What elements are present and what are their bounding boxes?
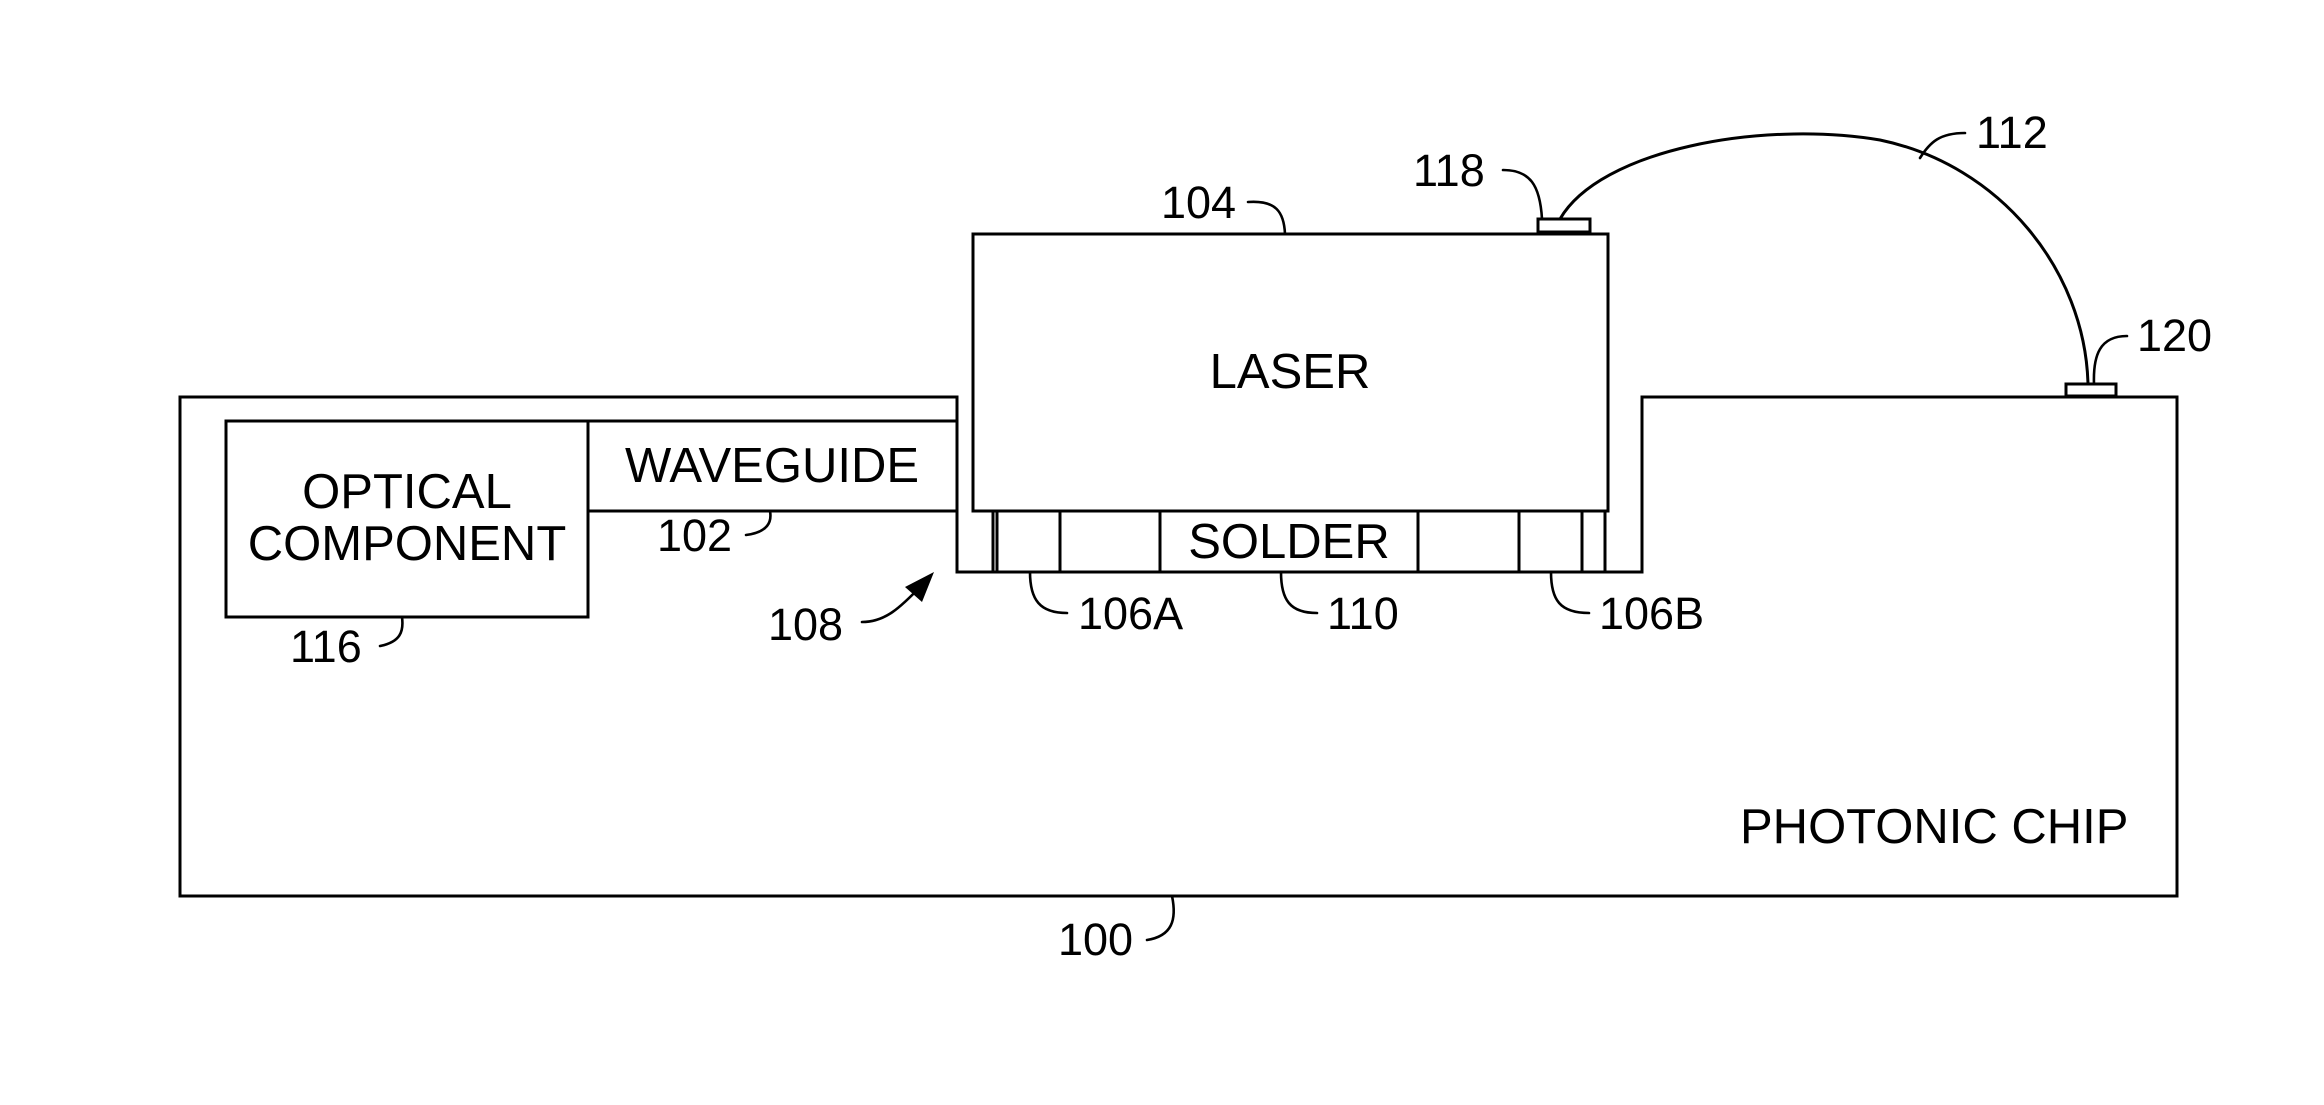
waveguide-label: WAVEGUIDE <box>625 439 919 493</box>
ref-104: 104 <box>1161 177 1236 228</box>
bond-wire-112 <box>1560 134 2088 384</box>
ref-118: 118 <box>1413 145 1485 196</box>
ref-102: 102 <box>657 510 732 561</box>
leader-104 <box>1248 202 1285 234</box>
ref-116: 116 <box>290 621 362 672</box>
pad-106b <box>1519 511 1582 572</box>
leader-118 <box>1503 170 1542 219</box>
ref-120: 120 <box>2137 310 2212 361</box>
ref-108: 108 <box>768 599 843 650</box>
leader-120 <box>2094 336 2127 384</box>
leader-100 <box>1147 896 1174 940</box>
pad-106a <box>997 511 1060 572</box>
ref-110: 110 <box>1327 588 1399 639</box>
photonic-chip-label: PHOTONIC CHIP <box>1740 800 2128 854</box>
leader-102 <box>746 511 770 535</box>
bond-pad-120 <box>2066 384 2116 396</box>
solder-label: SOLDER <box>1188 515 1390 569</box>
optical-component-label-line2: COMPONENT <box>248 517 567 571</box>
ref-106a: 106A <box>1078 588 1183 639</box>
leader-106a <box>1030 572 1067 613</box>
leader-106b <box>1551 572 1589 613</box>
leader-110 <box>1281 572 1317 613</box>
bond-pad-118 <box>1538 219 1590 232</box>
leader-116 <box>380 617 402 646</box>
laser-label: LASER <box>1210 345 1371 399</box>
ref-112: 112 <box>1976 107 2048 158</box>
ref-100: 100 <box>1058 914 1133 965</box>
ref-106b: 106B <box>1599 588 1704 639</box>
optical-component-label-line1: OPTICAL <box>302 465 512 519</box>
